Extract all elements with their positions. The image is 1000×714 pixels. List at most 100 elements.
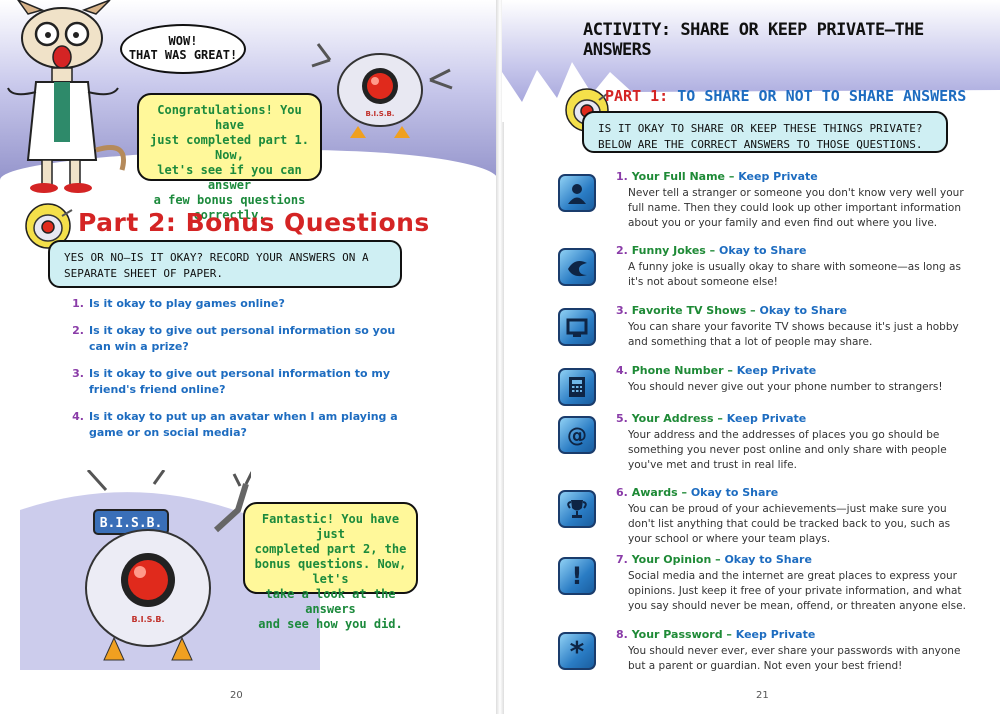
question-text: Is it okay to give out personal informat… <box>89 366 391 397</box>
congrats-line: just completed part 1. Now, <box>150 133 309 162</box>
fantastic-line: completed part 2, the <box>254 542 407 556</box>
question-item: 4. Is it okay to put up an avatar when I… <box>68 409 408 442</box>
part2-title-text: Bonus Questions <box>185 208 430 237</box>
instructions-line: YES OR NO—IS IT OKAY? RECORD YOUR ANSWER… <box>64 251 369 264</box>
asterisk-icon: * <box>558 632 596 670</box>
answer-verdict: Keep Private <box>735 628 816 641</box>
joke-icon <box>558 248 596 286</box>
question-text: Is it okay to put up an avatar when I am… <box>89 409 398 440</box>
answer-text: Never tell a stranger or someone you don… <box>628 187 964 230</box>
answer-heading: 6. Awards – Okay to Share <box>616 486 778 499</box>
phone-icon <box>558 368 596 406</box>
answer-text: You can share your favorite TV shows bec… <box>628 321 959 349</box>
fantastic-line: take a look at the answers <box>265 587 396 616</box>
answer-topic: Your Opinion – <box>631 553 721 566</box>
question-item: 2. Is it okay to give out personal infor… <box>68 323 408 356</box>
answer-text: You should never ever, ever share your p… <box>628 645 961 673</box>
question-number: 1. <box>72 297 84 310</box>
page-number-right: 21 <box>756 690 769 701</box>
intro-line: IS IT OKAY TO SHARE OR KEEP THESE THINGS… <box>598 122 923 135</box>
answer-text: Your address and the addresses of places… <box>628 429 947 472</box>
answer-topic: Your Full Name – <box>631 170 735 183</box>
fantastic-line: Fantastic! You have just <box>261 512 400 541</box>
answer-verdict: Keep Private <box>726 412 807 425</box>
answer-text: You can be proud of your achievements—ju… <box>628 503 951 546</box>
wow-line-1: WOW! <box>168 34 198 49</box>
answer-number: 6. <box>616 486 628 499</box>
exclamation-icon: ! <box>558 557 596 595</box>
robot-flying-illustration: B.I.S.B. <box>311 43 453 138</box>
congrats-line: a few bonus questions <box>153 193 306 207</box>
part1-prefix: PART 1: <box>605 87 669 105</box>
robot-small-label: B.I.S.B. <box>366 110 395 118</box>
answer-verdict: Okay to Share <box>759 304 847 317</box>
fantastic-line: and see how you did. <box>258 617 403 631</box>
answer-number: 3. <box>616 304 628 317</box>
answer-heading: 4. Phone Number – Keep Private <box>616 364 816 377</box>
answer-number: 5. <box>616 412 628 425</box>
at-sign-icon: @ <box>558 416 596 454</box>
answer-text: You should never give out your phone num… <box>628 381 943 393</box>
page-number-left: 20 <box>230 690 243 701</box>
answer-number: 8. <box>616 628 628 641</box>
answer-heading: 5. Your Address – Keep Private <box>616 412 806 425</box>
answer-number: 4. <box>616 364 628 377</box>
fantastic-line: bonus questions. Now, let's <box>254 557 407 586</box>
fantastic-bubble: Fantastic! You have just completed part … <box>243 502 418 631</box>
question-item: 3. Is it okay to give out personal infor… <box>68 366 408 399</box>
tv-icon <box>558 308 596 346</box>
answer-heading: 8. Your Password – Keep Private <box>616 628 815 641</box>
part2-instructions-box: YES OR NO—IS IT OKAY? RECORD YOUR ANSWER… <box>48 240 402 288</box>
question-number: 2. <box>72 323 84 337</box>
answer-number: 1. <box>616 170 628 183</box>
congrats-bubble: Congratulations! You have just completed… <box>137 93 322 222</box>
answer-heading: 3. Favorite TV Shows – Okay to Share <box>616 304 847 317</box>
activity-heading: ACTIVITY: SHARE OR KEEP PRIVATE—THE ANSW… <box>583 20 924 60</box>
answer-verdict: Keep Private <box>736 364 817 377</box>
torn-paper-decoration <box>502 62 1000 122</box>
bonus-question-list: 1. Is it okay to play games online? 2. I… <box>68 296 408 452</box>
congrats-line: correctly. <box>193 208 266 222</box>
person-icon <box>558 174 596 212</box>
left-page: WOW! THAT WAS GREAT! B.I.S.B. Congratula… <box>0 0 498 714</box>
answer-verdict: Okay to Share <box>719 244 807 257</box>
answer-topic: Phone Number – <box>631 364 733 377</box>
answer-verdict: Okay to Share <box>690 486 779 499</box>
congrats-line: let's see if you can answer <box>157 163 302 192</box>
part1-heading: PART 1: TO SHARE OR NOT TO SHARE ANSWERS <box>605 87 966 105</box>
part1-intro-box: IS IT OKAY TO SHARE OR KEEP THESE THINGS… <box>582 111 948 153</box>
answer-topic: Favorite TV Shows – <box>631 304 756 317</box>
part2-prefix: Part 2: <box>78 208 177 237</box>
intro-line: BELOW ARE THE CORRECT ANSWERS TO THOSE Q… <box>598 137 923 151</box>
answer-verdict: Okay to Share <box>724 553 812 566</box>
instructions-line: SEPARATE SHEET OF PAPER. <box>64 266 223 280</box>
answer-verdict: Keep Private <box>738 170 818 183</box>
part2-heading: Part 2: Bonus Questions <box>78 208 430 237</box>
answer-text: Social media and the internet are great … <box>628 570 966 613</box>
answer-topic: Your Address – <box>631 412 723 425</box>
answer-topic: Your Password – <box>631 628 732 641</box>
question-number: 3. <box>72 366 84 380</box>
answer-heading: 2. Funny Jokes – Okay to Share <box>616 244 806 257</box>
answer-topic: Awards – <box>631 486 687 499</box>
robot-body-label: B.I.S.B. <box>131 615 164 624</box>
answer-heading: 7. Your Opinion – Okay to Share <box>616 553 812 566</box>
answer-topic: Funny Jokes – <box>631 244 716 257</box>
congrats-line: Congratulations! You have <box>157 103 302 132</box>
bisb-robot-illustration: B.I.S.B. B.I.S.B. <box>85 470 251 661</box>
robot-sign-text: B.I.S.B. <box>100 516 163 531</box>
part1-title-text: TO SHARE OR NOT TO SHARE ANSWERS <box>677 87 967 105</box>
wow-speech-bubble: WOW! THAT WAS GREAT! <box>120 24 246 74</box>
answer-text: A funny joke is usually okay to share wi… <box>628 261 961 289</box>
robot-badge-icon <box>25 203 73 249</box>
question-item: 1. Is it okay to play games online? <box>68 296 408 313</box>
trophy-icon <box>558 490 596 528</box>
question-text: Is it okay to play games online? <box>89 297 285 310</box>
question-number: 4. <box>72 409 84 423</box>
answer-heading: 1. Your Full Name – Keep Private <box>616 170 818 183</box>
wow-line-2: THAT WAS GREAT! <box>128 48 238 62</box>
cat-scientist-illustration <box>7 0 126 193</box>
answer-number: 7. <box>616 553 628 566</box>
question-text: Is it okay to give out personal informat… <box>89 323 396 354</box>
answer-number: 2. <box>616 244 628 257</box>
